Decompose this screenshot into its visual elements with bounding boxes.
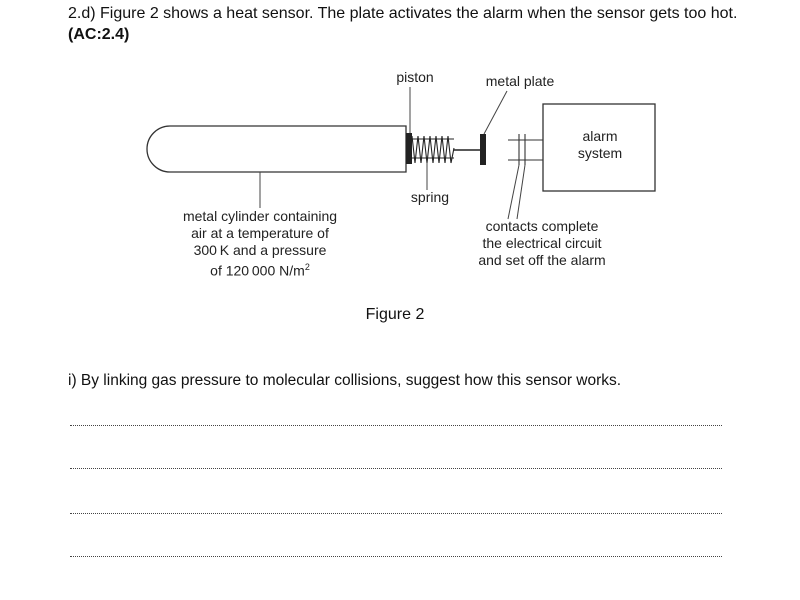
cylinder-label-line3: 300 K and a pressure: [193, 242, 327, 258]
answer-line[interactable]: [70, 425, 722, 426]
alarm-system-label: alarm system: [560, 128, 640, 162]
cylinder-label-line4: of 120 000 N/m2: [165, 259, 355, 280]
piston-label: piston: [396, 69, 434, 85]
contacts-label-line1: contacts complete: [485, 218, 599, 234]
metal-cylinder: [146, 125, 407, 173]
contacts-label: contacts complete the electrical circuit…: [462, 218, 622, 269]
answer-line[interactable]: [70, 513, 722, 514]
cylinder-label-line1: metal cylinder containing: [182, 208, 338, 224]
metal-plate: [480, 134, 486, 165]
contacts: [508, 134, 543, 165]
contacts-label-line3: and set off the alarm: [478, 252, 606, 268]
figure-caption: Figure 2: [365, 306, 425, 323]
alarm-label-line1: alarm: [582, 128, 618, 144]
alarm-label-line2: system: [577, 145, 623, 161]
cylinder-label-line2: air at a temperature of: [191, 225, 329, 241]
ac-reference: (AC:2.4): [68, 26, 130, 43]
cylinder-pressure: of 120 000 N/m: [210, 262, 305, 279]
question-text: 2.d) Figure 2 shows a heat sensor. The p…: [68, 3, 768, 45]
spring: [411, 135, 455, 164]
cylinder-label: metal cylinder containing air at a tempe…: [165, 208, 355, 280]
plate-leader: [483, 90, 508, 135]
question-intro: 2.d) Figure 2 shows a heat sensor. The p…: [68, 5, 738, 22]
piston: [406, 133, 412, 164]
answer-line[interactable]: [70, 468, 722, 469]
contacts-leader-1: [507, 164, 520, 220]
answer-line[interactable]: [70, 556, 722, 557]
part-i-prompt: i) By linking gas pressure to molecular …: [68, 372, 622, 389]
alarm-box: [542, 103, 656, 192]
spring-label: spring: [410, 189, 450, 205]
metal-plate-label: metal plate: [485, 73, 555, 89]
unit-exponent: 2: [304, 262, 310, 272]
contacts-leader-2: [516, 164, 526, 220]
contacts-label-line2: the electrical circuit: [482, 235, 602, 251]
